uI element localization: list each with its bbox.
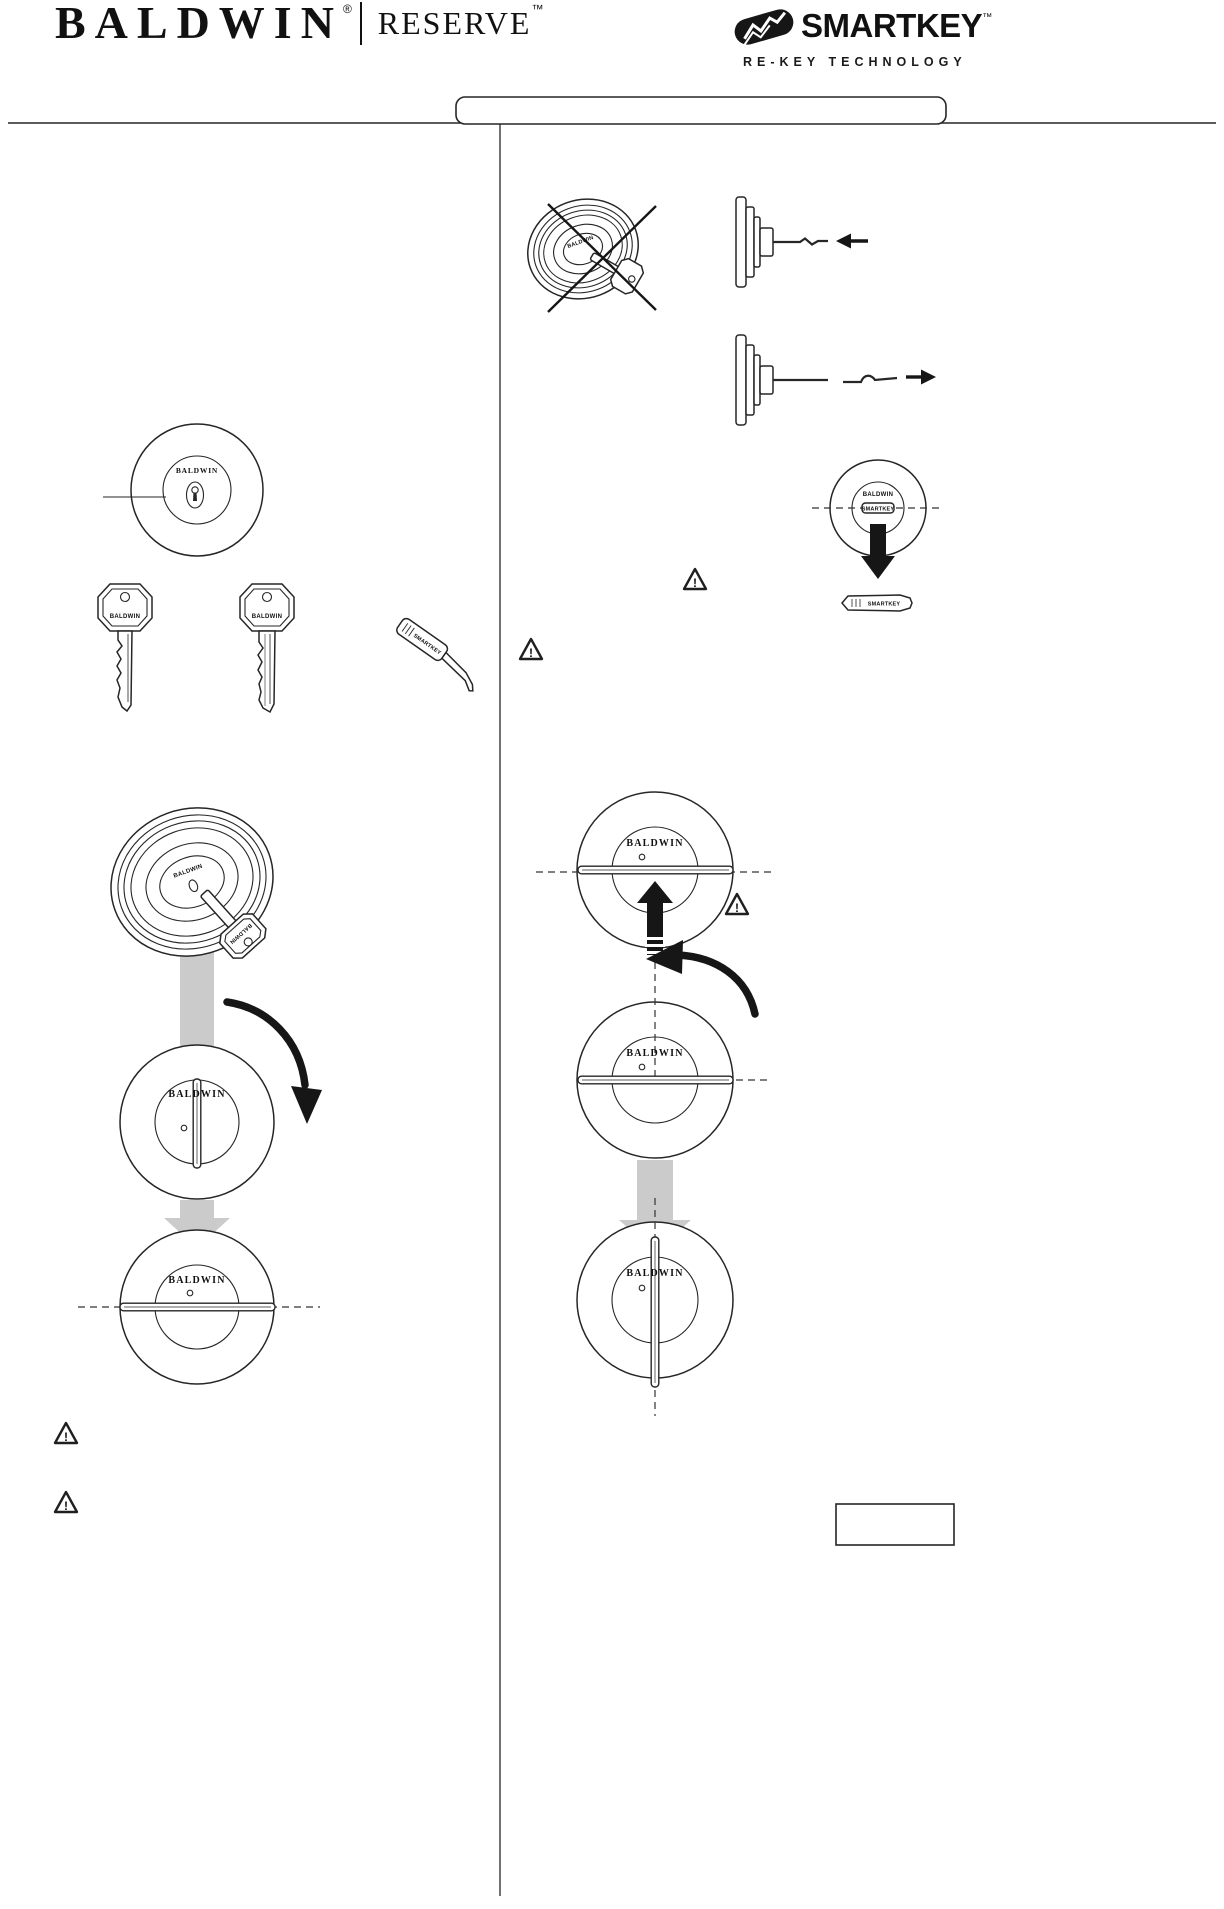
- smartkey-tm-mark: ™: [982, 11, 993, 23]
- warning-icon: !: [682, 567, 708, 591]
- svg-text:!: !: [693, 576, 697, 590]
- title-tab: [455, 96, 947, 125]
- face-brand-label: BALDWIN: [626, 1048, 683, 1059]
- smartkey-tool-angled: SMARTKEY: [396, 617, 474, 692]
- key-brand-label: BALDWIN: [110, 614, 140, 620]
- brand-lockup: BALDWIN ® RESERVE ™: [55, 0, 543, 46]
- key-standard-a: BALDWIN: [97, 583, 153, 713]
- warning-icon: !: [53, 1490, 79, 1514]
- smartkey-logo-icon: [734, 9, 794, 46]
- face-brand-label: BALDWIN: [626, 838, 683, 849]
- face-brand-label: BALDWIN: [626, 1268, 683, 1279]
- lock-face-insert-up: BALDWIN: [536, 791, 772, 955]
- keyhole-dot-icon: [638, 1063, 646, 1071]
- reserve-tm-mark: ™: [531, 2, 544, 16]
- keyhole-icon: [185, 481, 205, 509]
- deadbolt-key-inserted-diagram: BALDWIN BALDWIN: [110, 807, 274, 959]
- registered-mark: ®: [342, 2, 352, 16]
- smartkey-slot: [861, 502, 895, 514]
- cross-out-x-icon: [547, 203, 657, 313]
- arrow-right-icon: [906, 369, 936, 385]
- smartkey-slot-label: SMARTKEY: [862, 507, 895, 513]
- svg-text:!: !: [64, 1499, 68, 1513]
- arrow-down-black: [861, 524, 895, 579]
- tool-brand-label: SMARTKEY: [868, 602, 901, 608]
- warning-icon: !: [53, 1421, 79, 1445]
- svg-text:!: !: [735, 901, 739, 915]
- rotate-counterclockwise-arrow: [646, 940, 759, 1018]
- brand-baldwin: BALDWIN: [55, 0, 343, 48]
- warning-icon: !: [518, 637, 544, 661]
- svg-text:!: !: [64, 1430, 68, 1444]
- arrow-left-icon: [836, 233, 868, 249]
- keyhole-dot-icon: [638, 853, 646, 861]
- brand-reserve: RESERVE: [377, 5, 532, 41]
- lock-face-rotate-ccw: BALDWIN: [576, 962, 772, 1159]
- face-brand-label: BALDWIN: [168, 1275, 225, 1286]
- gray-flow-arrow-1: [180, 946, 214, 1050]
- smartkey-lockup: SMARTKEY ™ RE-KEY TECHNOLOGY: [731, 0, 992, 69]
- svg-text:!: !: [529, 646, 533, 660]
- lock-face-key-horizontal: BALDWIN: [78, 1229, 320, 1385]
- inserted-key: BALDWIN: [200, 889, 267, 959]
- warning-icon: !: [724, 892, 750, 916]
- arrow-up-black: [637, 881, 673, 955]
- face-brand-label: BALDWIN: [176, 466, 218, 475]
- smartkey-tool-flat: SMARTKEY: [841, 594, 913, 612]
- smartkey-row: SMARTKEY ™: [731, 0, 992, 52]
- inserted-key: [589, 252, 645, 295]
- keyhole-icon: [188, 879, 199, 893]
- footer-box: [835, 1503, 955, 1546]
- deadbolt-crossed-out-diagram: BALDWIN: [527, 198, 657, 313]
- cylinder-face-callout-diagram: BALDWIN: [103, 423, 264, 557]
- smartkey-tagline: RE-KEY TECHNOLOGY: [743, 55, 967, 69]
- smartkey-title: SMARTKEY: [801, 7, 983, 44]
- face-brand-label: BALDWIN: [863, 492, 893, 498]
- keyhole-dot-icon: [638, 1284, 646, 1292]
- key-hole-icon: [261, 591, 273, 603]
- key-standard-b: BALDWIN: [239, 583, 295, 714]
- cylinder-side-tool-inserted: [735, 196, 868, 288]
- header: BALDWIN ® RESERVE ™ SMARTKEY ™ RE-KEY TE…: [0, 0, 1224, 96]
- key-brand-label: BALDWIN: [252, 614, 282, 620]
- lock-face-key-vertical: BALDWIN: [119, 1044, 275, 1200]
- keyhole-dot-icon: [186, 1289, 194, 1297]
- smartkey-face-diagram: BALDWIN SMARTKEY SMARTKEY: [812, 459, 944, 612]
- keyhole-dot-icon: [180, 1124, 188, 1132]
- lock-face-final-vertical: BALDWIN: [576, 1198, 734, 1416]
- rotate-clockwise-arrow: [223, 998, 322, 1124]
- brand-divider: [359, 2, 362, 45]
- cylinder-side-tool-removed: [735, 334, 936, 426]
- face-brand-label: BALDWIN: [168, 1089, 225, 1100]
- key-hole-icon: [119, 591, 131, 603]
